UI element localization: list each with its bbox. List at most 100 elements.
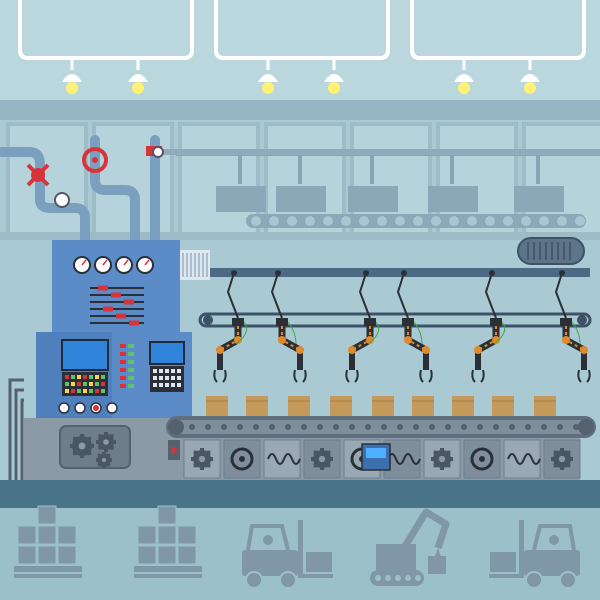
roller-icon <box>168 419 184 435</box>
light-bulb-icon <box>524 82 536 94</box>
dial-icon <box>58 402 70 414</box>
box <box>137 525 157 545</box>
light-bulb-icon <box>66 82 78 94</box>
machine-module <box>503 439 541 479</box>
box <box>17 525 37 545</box>
cnc-screen <box>149 341 185 365</box>
slider-controls <box>90 285 144 326</box>
pipe-network <box>0 135 600 255</box>
box <box>428 556 446 574</box>
box <box>37 505 57 525</box>
cardboard-box <box>206 396 228 416</box>
lamp-shade <box>258 74 278 82</box>
robot-arm <box>554 270 591 383</box>
background-station <box>276 186 326 212</box>
lamp-fixture <box>410 0 586 60</box>
dial-icon <box>106 402 118 414</box>
box <box>37 545 57 565</box>
box <box>157 525 177 545</box>
box <box>37 525 57 545</box>
cardboard-boxes <box>206 396 556 416</box>
robot-arm <box>471 270 506 383</box>
warehouse-floor-items <box>14 505 580 589</box>
cardboard-box <box>412 396 434 416</box>
conveyor-belt <box>166 396 596 480</box>
slider-knob <box>124 299 134 305</box>
background-station <box>428 186 478 212</box>
box <box>177 545 197 565</box>
pallet <box>134 566 202 572</box>
dial-icon <box>74 402 86 414</box>
machine-modules <box>168 439 581 479</box>
pallet <box>14 566 82 572</box>
gripper-icon <box>345 369 359 383</box>
lamp-shade <box>454 74 474 82</box>
robot-arm <box>270 270 307 383</box>
wave-icon <box>387 453 421 465</box>
window-pane <box>178 122 260 236</box>
motor-icon <box>517 237 585 265</box>
robot-arm <box>345 270 380 383</box>
gripper-icon <box>419 369 433 383</box>
forklift-icon <box>242 520 333 589</box>
slider-knob <box>103 306 113 312</box>
lamp-shade <box>520 74 540 82</box>
cardboard-box <box>288 396 310 416</box>
gear-icon <box>70 432 116 468</box>
robot-arms <box>213 270 591 383</box>
background-station <box>514 186 564 212</box>
box <box>57 525 77 545</box>
gripper-icon <box>471 369 485 383</box>
lamp-shade <box>324 74 344 82</box>
lamp-shade <box>128 74 148 82</box>
light-bulb-icon <box>132 82 144 94</box>
gripper-icon <box>213 369 227 383</box>
box <box>17 545 37 565</box>
valve-wheel-icon <box>82 147 108 173</box>
top-beam <box>0 100 600 120</box>
background-station <box>216 186 266 212</box>
wheel-icon <box>230 447 254 471</box>
factory-windows <box>0 122 600 240</box>
box <box>157 545 177 565</box>
light-bulb-icon <box>262 82 274 94</box>
slider-knob <box>98 285 108 291</box>
wheel-icon <box>470 447 494 471</box>
cardboard-box <box>372 396 394 416</box>
floor-strip <box>0 480 600 508</box>
slider-knob <box>111 292 121 298</box>
cardboard-box <box>492 396 514 416</box>
lamp-fixture <box>214 0 390 60</box>
ceiling-lamps <box>18 0 586 94</box>
pallet-boxes <box>14 505 82 578</box>
gripper-icon <box>293 369 307 383</box>
window-pane <box>6 122 88 236</box>
robot-arm <box>396 270 433 383</box>
box <box>157 505 177 525</box>
wave-icon <box>507 453 541 465</box>
cardboard-box <box>330 396 352 416</box>
valve-left-icon <box>26 163 50 187</box>
wave-icon <box>267 453 301 465</box>
gripper-icon <box>577 369 591 383</box>
box <box>490 552 516 572</box>
box <box>177 525 197 545</box>
indicator-light <box>171 447 177 453</box>
box <box>57 545 77 565</box>
gauge-small-icon <box>54 192 70 208</box>
machine-module <box>263 439 301 479</box>
robot-rail <box>198 237 592 328</box>
forklift-icon <box>489 520 580 589</box>
background-station <box>348 186 398 212</box>
side-cables <box>8 378 24 480</box>
cardboard-box <box>452 396 474 416</box>
box <box>306 552 332 572</box>
monitor-screen <box>61 339 109 371</box>
pallet-boxes <box>134 505 202 578</box>
slider-knob <box>129 320 139 326</box>
box <box>137 545 157 565</box>
valve-right-icon <box>146 146 164 158</box>
robot-arm <box>213 270 248 383</box>
roller-icon <box>578 419 594 435</box>
